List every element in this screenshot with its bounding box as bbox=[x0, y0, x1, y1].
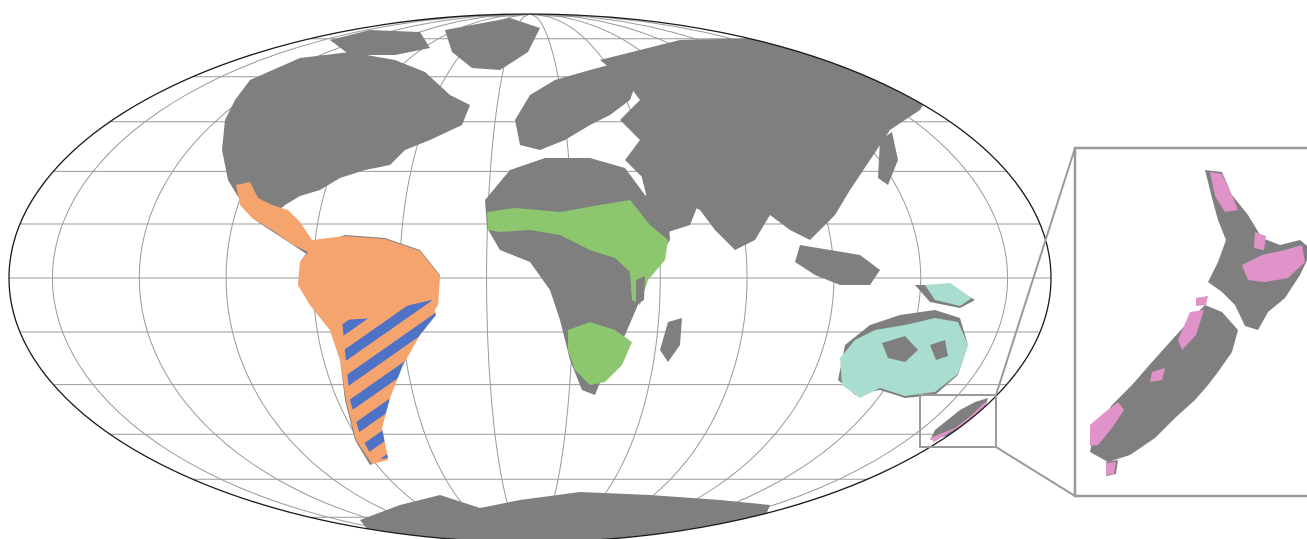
new-zealand-landmass bbox=[930, 398, 988, 440]
inset-pink-stewart bbox=[1106, 462, 1116, 475]
new-zealand-inset bbox=[919, 146, 1307, 498]
inset-locator-box bbox=[919, 394, 997, 448]
map-content bbox=[9, 14, 1051, 539]
inset-pink-northland bbox=[1210, 172, 1238, 212]
inset-pink-central bbox=[1242, 245, 1305, 282]
antarctica-landmass bbox=[360, 492, 770, 539]
inset-pink-east bbox=[1254, 232, 1266, 250]
graticule-meridian bbox=[486, 14, 531, 539]
inset-frame bbox=[1073, 146, 1307, 498]
australia-interior-gap-east bbox=[930, 340, 948, 360]
new-zealand-region bbox=[930, 402, 988, 442]
madagascar-landmass bbox=[660, 318, 682, 362]
africa-sahel-region bbox=[487, 200, 668, 305]
australia-interior-gap bbox=[882, 336, 918, 362]
southern-south-america-hatched-region bbox=[342, 300, 436, 460]
inset-connector-top bbox=[995, 147, 1076, 396]
southeast-asia-landmass bbox=[795, 245, 880, 285]
japan-landmass bbox=[878, 132, 898, 185]
inset-content bbox=[1090, 170, 1307, 476]
inset-pink-westcoast bbox=[1150, 368, 1165, 382]
inset-pink-sounds bbox=[1196, 296, 1208, 306]
inset-connector-bottom bbox=[995, 446, 1076, 497]
north-america-landmass bbox=[222, 52, 470, 220]
africa-interior-gap bbox=[636, 276, 645, 305]
inset-pink-west-south bbox=[1178, 310, 1204, 350]
southern-africa-region bbox=[568, 322, 632, 385]
inset-pink-fiordland bbox=[1090, 402, 1124, 446]
distribution-regions bbox=[236, 182, 988, 464]
globe-outline bbox=[8, 13, 1052, 539]
inset-south-island bbox=[1090, 305, 1238, 462]
arabia-landmass bbox=[640, 170, 700, 232]
graticule-meridian bbox=[51, 14, 531, 539]
greenland-landmass bbox=[445, 18, 540, 70]
arctic-islands-landmass bbox=[330, 30, 430, 55]
europe-landmass bbox=[515, 62, 640, 150]
